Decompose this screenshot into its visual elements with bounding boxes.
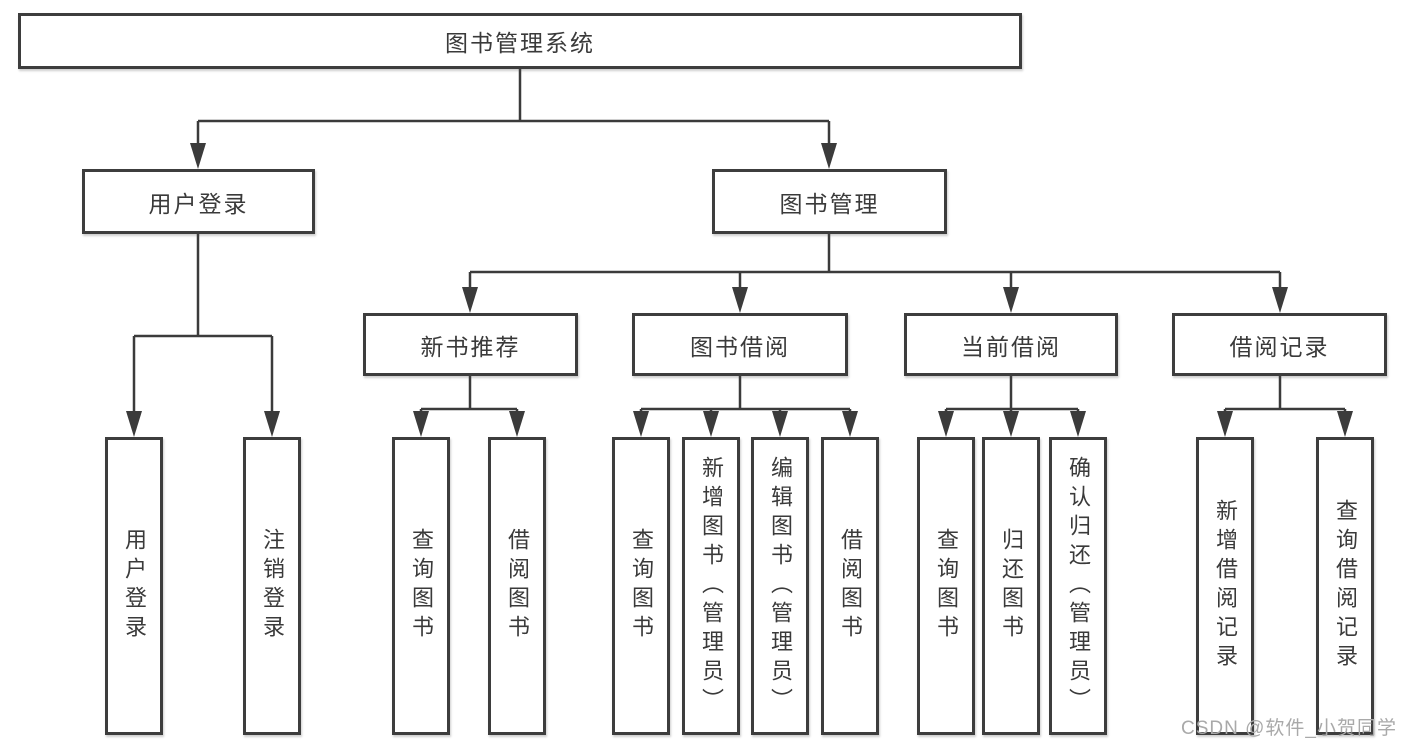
arrowheads	[126, 143, 1353, 437]
leaf-user-login: 用户登录	[105, 437, 163, 735]
node-book-management: 图书管理	[712, 169, 947, 234]
leaf-logout: 注销登录	[243, 437, 301, 735]
leaf-query-books-borrow: 查询图书	[612, 437, 670, 735]
node-borrowing-records: 借阅记录	[1172, 313, 1387, 376]
leaf-edit-book-admin: 编辑图书（管理员）	[751, 437, 809, 735]
leaf-confirm-return-admin: 确认归还（管理员）	[1049, 437, 1107, 735]
node-library-management-system: 图书管理系统	[18, 13, 1022, 69]
leaf-add-book-admin: 新增图书（管理员）	[682, 437, 740, 735]
node-new-book-recommendation: 新书推荐	[363, 313, 578, 376]
leaf-query-borrow-record: 查询借阅记录	[1316, 437, 1374, 735]
leaf-query-books-current: 查询图书	[917, 437, 975, 735]
leaf-add-borrow-record: 新增借阅记录	[1196, 437, 1254, 735]
leaf-query-books-recommend: 查询图书	[392, 437, 450, 735]
node-user-login: 用户登录	[82, 169, 315, 234]
leaf-borrow-books-recommend: 借阅图书	[488, 437, 546, 735]
node-book-borrowing: 图书借阅	[632, 313, 848, 376]
csdn-watermark: CSDN @软件_小贺同学	[1181, 718, 1397, 739]
node-current-borrowing: 当前借阅	[904, 313, 1118, 376]
leaf-borrow-books: 借阅图书	[821, 437, 879, 735]
leaf-return-book: 归还图书	[982, 437, 1040, 735]
